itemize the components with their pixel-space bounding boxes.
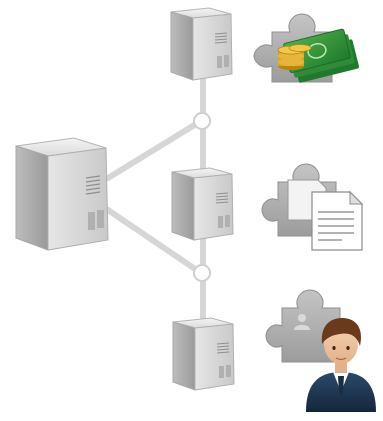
- small-user-glyph: [294, 314, 310, 330]
- junction-lower: [193, 264, 211, 282]
- server-tower-icon: [171, 167, 234, 241]
- server-tower-icon: [172, 317, 235, 391]
- server-tower-icon: [15, 137, 109, 251]
- puzzle-user-icon: [265, 289, 376, 412]
- connector-main-to-lower-junction: [105, 207, 204, 276]
- puzzle-money-icon: [253, 13, 359, 83]
- user-avatar: [306, 318, 376, 412]
- server-tower-icon: [170, 7, 233, 81]
- puzzle-documents-icon: [261, 163, 364, 251]
- junction-upper: [193, 112, 211, 130]
- connector-main-to-upper-junction: [105, 118, 204, 181]
